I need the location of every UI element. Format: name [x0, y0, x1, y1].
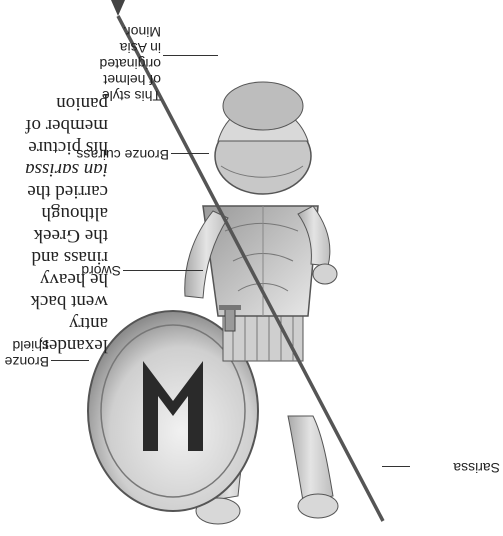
helmet-caption-line-1: This style — [100, 88, 162, 104]
body-line: the Greek — [0, 224, 108, 246]
shield-leader — [51, 360, 89, 361]
body-line: rinass and — [0, 246, 108, 268]
body-line: he heavy — [0, 268, 108, 290]
label-sarissa: Sarissa — [453, 460, 500, 476]
label-helmet-caption: This style of helmet originated in Asia … — [100, 24, 162, 104]
label-bronze-shield-line-1: Bronze — [5, 354, 49, 370]
cuirass-leader — [171, 153, 209, 154]
body-line: ian sarissa — [0, 158, 108, 180]
body-line: went back — [0, 290, 108, 312]
helmet-head — [215, 82, 311, 194]
helmet-caption-line-3: originated — [100, 56, 162, 72]
body-line: lexander, — [0, 334, 108, 356]
sarissa-leader — [382, 466, 410, 467]
body-line: carried the — [0, 180, 108, 202]
sword-leader — [123, 270, 203, 271]
body-line: his picture — [0, 136, 108, 158]
body-line: member of — [0, 114, 108, 136]
body-line: panion — [0, 92, 108, 114]
helmet-leader — [163, 55, 218, 56]
helmet-caption-line-5: Minor. — [100, 24, 162, 40]
body-text-column: lexander, antry went back he heavy rinas… — [0, 92, 108, 356]
helmet-caption-line-4: in Asia — [100, 40, 162, 56]
body-line: although — [0, 202, 108, 224]
body-line: antry — [0, 312, 108, 334]
helmet-caption-line-2: of helmet — [100, 72, 162, 88]
